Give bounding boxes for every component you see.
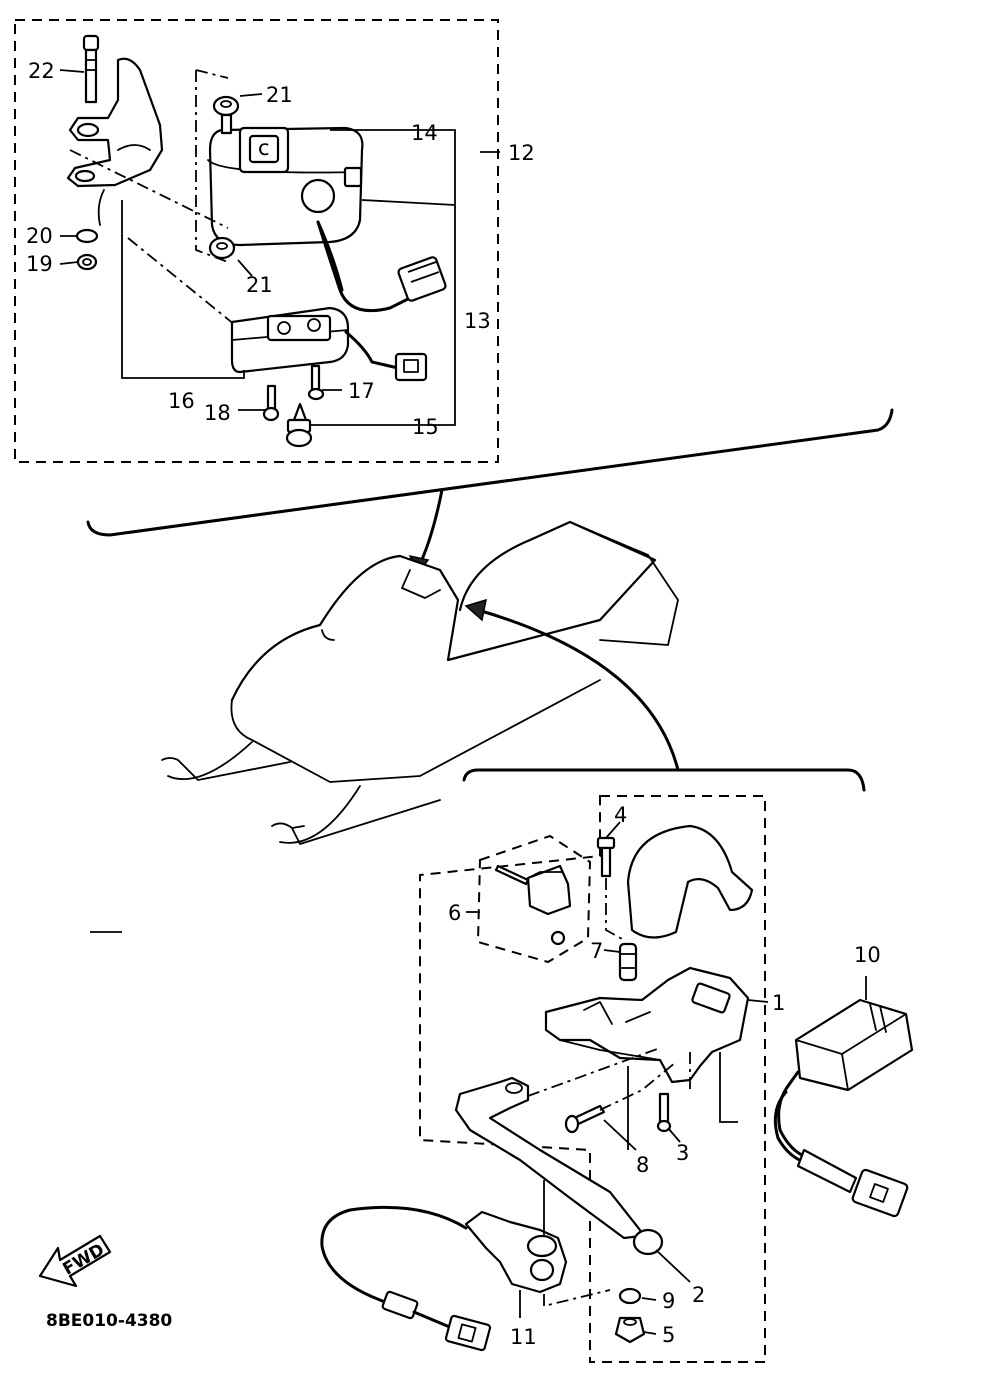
switch-6 <box>494 864 572 946</box>
grommet-21-bottom <box>208 236 236 260</box>
callout-labels: 22 21 14 12 20 19 21 13 17 16 18 15 4 6 … <box>26 59 881 1349</box>
callout-15: 15 <box>412 415 439 439</box>
callout-13: 13 <box>464 309 491 333</box>
callout-17: 17 <box>348 379 375 403</box>
callout-1: 1 <box>772 991 785 1015</box>
brake-lever-2 <box>454 1076 664 1256</box>
callout-9: 9 <box>662 1289 675 1313</box>
mounting-bracket <box>66 57 164 226</box>
washer-9 <box>618 1287 642 1305</box>
screw-4 <box>596 836 616 878</box>
diagram-code: 8BE010-4380 <box>46 1311 172 1331</box>
callout-21-top: 21 <box>266 83 293 107</box>
snowmobile-outline <box>161 520 679 845</box>
callout-21-bottom: 21 <box>246 273 273 297</box>
callout-7: 7 <box>590 939 603 963</box>
screw-8 <box>564 1104 606 1134</box>
detail-bracket-top <box>86 408 894 537</box>
lower-assembly-group <box>320 795 914 1363</box>
callout-19: 19 <box>26 252 53 276</box>
bolt-22 <box>82 34 100 104</box>
grommet-21-top <box>212 95 240 135</box>
callout-20: 20 <box>26 224 53 248</box>
screw-17 <box>307 364 325 401</box>
detail-bracket-bottom <box>462 768 866 792</box>
upper-assembly-group: c <box>14 19 500 463</box>
arrow-to-hood <box>416 488 444 570</box>
group-1-border <box>419 795 766 1363</box>
spring-7 <box>618 942 638 982</box>
bolt-15 <box>285 402 313 448</box>
screw-3 <box>656 1092 672 1133</box>
svg-text:c: c <box>258 136 270 160</box>
callout-3: 3 <box>676 1141 689 1165</box>
callout-5: 5 <box>662 1323 675 1347</box>
callout-6: 6 <box>448 901 461 925</box>
arrow-to-handlebar <box>476 608 680 772</box>
washer-20 <box>75 228 99 244</box>
rectifier-16 <box>230 306 428 382</box>
screw-18 <box>262 384 280 422</box>
callout-4: 4 <box>614 803 627 827</box>
nut-19 <box>76 253 98 271</box>
callout-14: 14 <box>411 121 438 145</box>
connector-10 <box>773 998 914 1218</box>
callout-22: 22 <box>28 59 55 83</box>
nut-5 <box>614 1316 646 1344</box>
throttle-sensor-11 <box>320 1205 568 1352</box>
callout-18: 18 <box>204 401 231 425</box>
group-12-border <box>14 19 499 463</box>
forward-direction-arrow: FWD <box>38 1234 112 1288</box>
callout-2: 2 <box>692 1283 705 1307</box>
throttle-cover <box>626 824 754 939</box>
callout-12: 12 <box>508 141 535 165</box>
starter-relay-14: c <box>207 126 447 313</box>
callout-8: 8 <box>636 1153 649 1177</box>
group-6-border <box>476 834 592 964</box>
throttle-housing <box>544 966 750 1084</box>
callout-11: 11 <box>510 1325 537 1349</box>
callout-16: 16 <box>168 389 195 413</box>
callout-10: 10 <box>854 943 881 967</box>
